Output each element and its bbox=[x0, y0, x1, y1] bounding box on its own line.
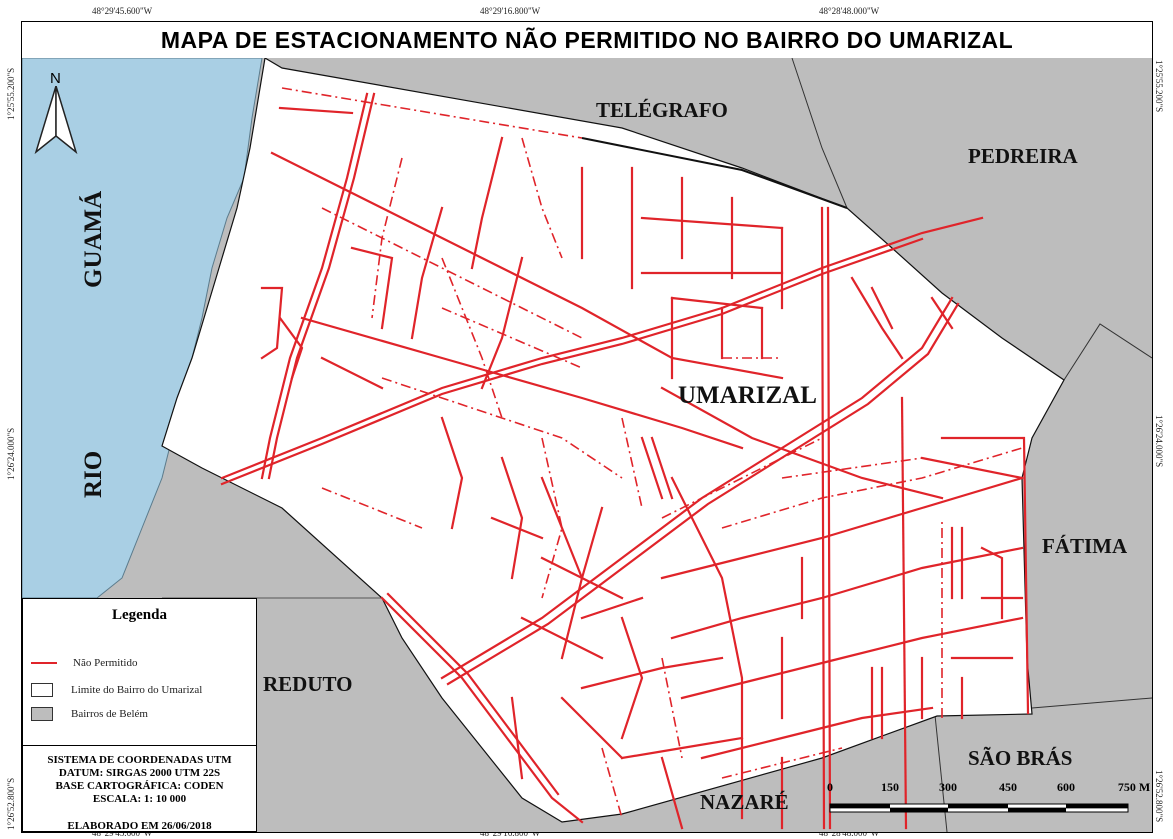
boundary-pedreira-fatima bbox=[1063, 323, 1152, 381]
scale-label-750: 750 M bbox=[1117, 780, 1151, 794]
info-scale: ESCALA: 1: 10 000 bbox=[92, 793, 187, 805]
umarizal-area bbox=[161, 58, 1065, 823]
label-fatima: FÁTIMA bbox=[1042, 534, 1128, 558]
label-rio: RIO bbox=[80, 450, 107, 498]
boundary-saobras-fatima bbox=[1031, 697, 1152, 709]
coord-left-2: 1°26'24.000"S bbox=[6, 427, 16, 480]
label-sao-bras: SÃO BRÁS bbox=[968, 746, 1073, 770]
legend-panel: Legenda Não Permitido Limite do Bairro d… bbox=[22, 598, 257, 832]
label-nazare: NAZARÉ bbox=[700, 790, 789, 814]
boundary-telegrafo-pedreira bbox=[791, 58, 848, 209]
north-boundary-road bbox=[581, 137, 848, 209]
map-info: SISTEMA DE COORDENADAS UTM DATUM: SIRGAS… bbox=[23, 745, 256, 833]
scale-bar: 0 150 300 450 600 750 M bbox=[826, 780, 1156, 820]
legend-swatch-white bbox=[31, 683, 53, 697]
legend-swatch-line bbox=[31, 662, 57, 664]
coord-right-2: 1°26'24.000"S bbox=[1154, 415, 1164, 468]
info-system: SISTEMA DE COORDENADAS UTM bbox=[47, 754, 232, 766]
label-umarizal: UMARIZAL bbox=[678, 382, 817, 409]
coord-right-1: 1°25'55.200"S bbox=[1154, 60, 1164, 113]
legend-title: Legenda bbox=[111, 607, 167, 623]
label-pedreira: PEDREIRA bbox=[968, 144, 1078, 168]
map-title: MAPA DE ESTACIONAMENTO NÃO PERMITIDO NO … bbox=[22, 22, 1152, 59]
legend-label: Bairros de Belém bbox=[71, 708, 148, 720]
info-date: ELABORADO EM 26/06/2018 bbox=[67, 820, 212, 832]
legend-label: Não Permitido bbox=[73, 657, 138, 669]
coord-top-2: 48°29'16.800"W bbox=[480, 6, 541, 16]
scale-bar-graphic bbox=[829, 803, 1129, 813]
label-reduto: REDUTO bbox=[263, 672, 353, 696]
dashed-streets bbox=[281, 87, 1023, 819]
coord-left-1: 1°25'55.200"S bbox=[6, 67, 16, 120]
coord-top-3: 48°28'48.000"W bbox=[819, 6, 880, 16]
info-datum: DATUM: SIRGAS 2000 UTM 22S bbox=[58, 767, 221, 779]
no-parking-streets bbox=[220, 92, 1030, 830]
scale-label-150: 150 bbox=[881, 780, 899, 794]
label-guama: GUAMÁ bbox=[80, 190, 107, 288]
coord-bottom-3: 48°28'48.000"W bbox=[819, 828, 880, 838]
north-arrow: N bbox=[28, 70, 88, 160]
scale-label-600: 600 bbox=[1057, 780, 1075, 794]
coord-top-1: 48°29'45.600"W bbox=[92, 6, 153, 16]
scale-label-300: 300 bbox=[939, 780, 957, 794]
scale-label-0: 0 bbox=[827, 780, 833, 794]
legend-label: Limite do Bairro do Umarizal bbox=[71, 684, 203, 696]
info-base: BASE CARTOGRÁFICA: CODEN bbox=[55, 780, 224, 792]
legend-swatch-gray bbox=[31, 707, 53, 721]
coord-bottom-2: 48°29'16.800"W bbox=[480, 828, 541, 838]
legend-item-belem: Bairros de Belém bbox=[31, 707, 148, 721]
scale-label-450: 450 bbox=[999, 780, 1017, 794]
label-telegrafo: TELÉGRAFO bbox=[596, 98, 728, 122]
north-letter: N bbox=[50, 70, 61, 87]
north-arrow-icon bbox=[34, 86, 78, 155]
coord-bottom-1: 48°29'45.600"W bbox=[92, 828, 153, 838]
legend-item-not-permitted: Não Permitido bbox=[31, 657, 137, 669]
coord-left-3: 1°26'52.800"S bbox=[6, 777, 16, 830]
map-svg bbox=[22, 58, 1152, 832]
legend-item-umarizal-limit: Limite do Bairro do Umarizal bbox=[31, 683, 202, 697]
